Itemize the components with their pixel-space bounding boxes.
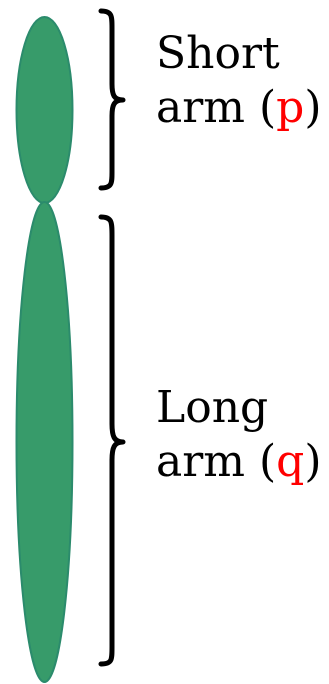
short-arm-shape: [17, 17, 73, 203]
short-arm-suffix: ): [304, 82, 321, 133]
long-arm-letter-q: q: [276, 436, 304, 487]
long-arm-shape: [17, 202, 73, 682]
long-arm-label: Long arm (q): [156, 381, 321, 489]
long-arm-label-line2: arm (q): [156, 435, 321, 489]
long-arm-suffix: ): [304, 436, 321, 487]
long-arm-label-line1: Long: [156, 381, 321, 435]
short-arm-letter-p: p: [276, 82, 304, 133]
short-arm-label-line2: arm (p): [156, 81, 321, 135]
long-arm-prefix: arm (: [156, 436, 276, 487]
short-arm-bracket: [101, 11, 123, 188]
short-arm-prefix: arm (: [156, 82, 276, 133]
short-arm-label: Short arm (p): [156, 27, 321, 135]
short-arm-label-line1: Short: [156, 27, 321, 81]
long-arm-bracket: [101, 217, 123, 664]
